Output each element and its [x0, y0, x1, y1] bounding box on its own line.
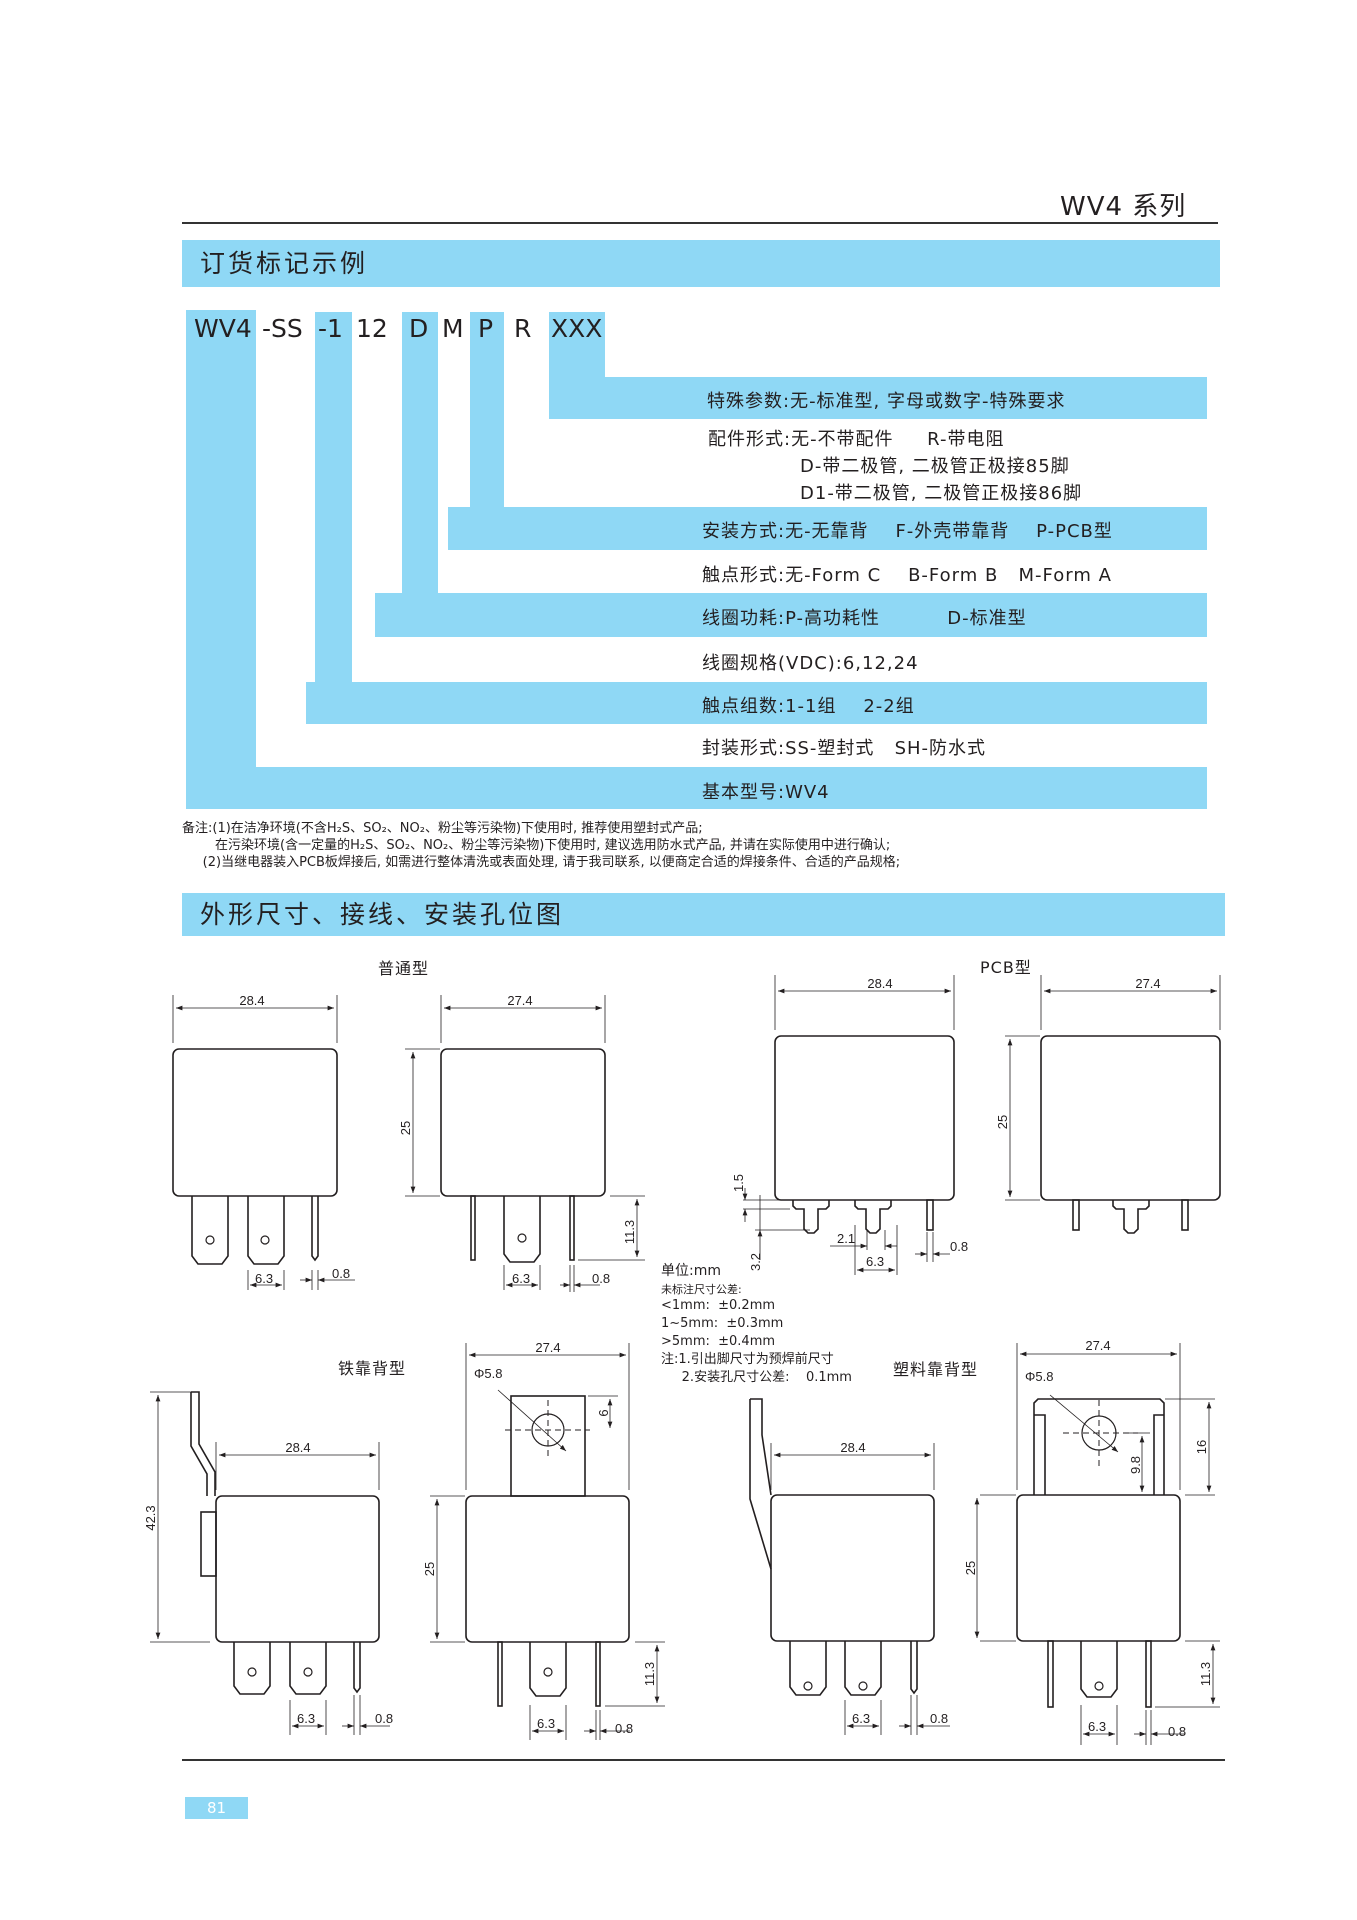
- dim-iron-front-pin-width: 6.3: [537, 1716, 555, 1731]
- column-special: [549, 312, 605, 382]
- code-part-voltage: 12: [356, 314, 388, 343]
- column-mounting: [470, 312, 504, 509]
- dim-standard-front-width: 27.4: [507, 993, 532, 1008]
- spec-coil-voltage: 线圈规格(VDC):6,12,24: [702, 653, 919, 674]
- dim-standard-front-pin-thickness: 0.8: [592, 1271, 610, 1286]
- remark-line-2: 在污染环境(含一定量的H₂S、SO₂、NO₂、粉尘等污染物)下使用时, 建议选用…: [182, 838, 891, 853]
- dim-standard-pin-width: 6.3: [255, 1271, 273, 1286]
- dim-plastic-front-width: 27.4: [1085, 1338, 1110, 1353]
- remark-line-3: (2)当继电器装入PCB板焊接后, 如需进行整体清洗或表面处理, 请于我司联系,…: [182, 855, 901, 870]
- dim-iron-hole-offset: 6: [596, 1409, 611, 1416]
- column-base: [186, 310, 256, 770]
- dim-standard-front-pin-width: 6.3: [512, 1271, 530, 1286]
- dim-plastic-hole-offset: 9.8: [1128, 1456, 1143, 1474]
- dim-pcb-pin-width: 6.3: [866, 1254, 884, 1269]
- footer-rule: [182, 1759, 1225, 1761]
- standard-front-view: [440, 1048, 606, 1263]
- dim-plastic-side-pin-thickness: 0.8: [930, 1711, 948, 1726]
- spec-base-model: 基本型号:WV4: [702, 782, 830, 803]
- series-title: WV4 系列: [1060, 192, 1187, 222]
- dim-iron-height: 25: [422, 1562, 437, 1576]
- code-part-coil-power: D: [409, 314, 429, 343]
- dimensions-section-header: 外形尺寸、接线、安装孔位图: [182, 893, 1225, 936]
- code-part-accessory: R: [514, 314, 532, 343]
- iron-bracket-front-view: [465, 1395, 630, 1707]
- dim-pcb-d1: 1.5: [731, 1174, 746, 1192]
- dim-iron-side-width: 28.4: [285, 1440, 310, 1455]
- tolerance-mid: 1~5mm: ±0.3mm: [661, 1316, 784, 1331]
- plastic-bracket-side-view: [749, 1398, 935, 1696]
- band-special: [549, 377, 1207, 419]
- code-part-groups: -1: [318, 314, 343, 343]
- dim-iron-total-height: 42.3: [143, 1505, 158, 1530]
- caption-pcb: PCB型: [980, 958, 1032, 977]
- dim-plastic-pin-length: 11.3: [1198, 1662, 1213, 1686]
- dim-plastic-side-pin-width: 6.3: [852, 1711, 870, 1726]
- band-coil-power: [375, 593, 1207, 637]
- code-part-base: WV4: [194, 314, 252, 343]
- dim-iron-front-pin-thickness: 0.8: [615, 1721, 633, 1736]
- pcb-side-view: [774, 1035, 955, 1234]
- dim-standard-pin-thickness: 0.8: [332, 1266, 350, 1281]
- dim-standard-pin-length: 11.3: [622, 1220, 637, 1244]
- tolerance-heading: 未标注尺寸公差:: [661, 1283, 742, 1296]
- spec-contact-groups: 触点组数:1-1组 2-2组: [702, 696, 915, 717]
- spec-coil-power: 线圈功耗:P-高功耗性 D-标准型: [702, 608, 1027, 629]
- iron-bracket-side-view: [190, 1391, 380, 1695]
- dim-iron-pin-length: 11.3: [642, 1662, 657, 1686]
- dim-iron-front-width: 27.4: [535, 1340, 560, 1355]
- band-base-model: [186, 767, 1207, 809]
- code-part-contact-form: M: [442, 314, 464, 343]
- dim-plastic-front-pin-width: 6.3: [1088, 1719, 1106, 1734]
- dim-plastic-front-pin-thickness: 0.8: [1168, 1724, 1186, 1739]
- dim-standard-side-width: 28.4: [239, 993, 264, 1008]
- dim-pcb-d2: 3.2: [748, 1253, 763, 1271]
- spec-special: 特殊参数:无-标准型, 字母或数字-特殊要求: [707, 391, 1066, 412]
- remark-line-1: 备注:(1)在洁净环境(不含H₂S、SO₂、NO₂、粉尘等污染物)下使用时, 推…: [182, 821, 703, 836]
- plastic-bracket-front-view: [1016, 1398, 1181, 1708]
- code-part-package: -SS: [262, 314, 303, 343]
- tolerance-small: <1mm: ±0.2mm: [661, 1298, 776, 1313]
- caption-iron-bracket: 铁靠背型: [338, 1359, 407, 1378]
- ordering-section-header: 订货标记示例: [182, 240, 1220, 287]
- code-part-special: XXX: [551, 314, 603, 343]
- dim-plastic-side-width: 28.4: [840, 1440, 865, 1455]
- dim-pcb-pin-thickness: 0.8: [950, 1239, 968, 1254]
- dim-iron-side-pin-width: 6.3: [297, 1711, 315, 1726]
- dim-plastic-bracket-height: 16: [1194, 1440, 1209, 1454]
- caption-plastic-bracket: 塑料靠背型: [893, 1360, 979, 1379]
- spec-contact-form: 触点形式:无-Form C B-Form B M-Form A: [702, 565, 1112, 586]
- band-contact-groups: [306, 682, 1207, 724]
- header-rule: [182, 222, 1218, 224]
- standard-side-view: [172, 1048, 338, 1265]
- ordering-section-title: 订货标记示例: [200, 249, 369, 278]
- dim-pcb-side-width: 28.4: [867, 976, 892, 991]
- note-2: 2.安装孔尺寸公差: 0.1mm: [661, 1370, 852, 1385]
- dim-pcb-front-width: 27.4: [1135, 976, 1160, 991]
- band-mounting: [448, 507, 1207, 550]
- caption-standard: 普通型: [378, 959, 430, 978]
- column-coil-power: [402, 312, 438, 595]
- dim-standard-height: 25: [398, 1121, 413, 1135]
- dim-pcb-height: 25: [995, 1115, 1010, 1129]
- tolerance-large: >5mm: ±0.4mm: [661, 1334, 776, 1349]
- dim-iron-hole: Φ5.8: [474, 1366, 502, 1381]
- column-contact-groups: [315, 312, 352, 684]
- code-part-mounting: P: [478, 314, 494, 343]
- dim-plastic-hole: Φ5.8: [1025, 1369, 1053, 1384]
- dimensions-section-title: 外形尺寸、接线、安装孔位图: [200, 900, 565, 929]
- spec-package: 封装形式:SS-塑封式 SH-防水式: [702, 738, 987, 759]
- dim-plastic-height: 25: [963, 1561, 978, 1575]
- spec-accessory-line2: D-带二极管, 二极管正极接85脚: [800, 456, 1070, 477]
- spec-mounting: 安装方式:无-无靠背 F-外壳带靠背 P-PCB型: [702, 521, 1113, 542]
- dim-pcb-d3: 2.1: [837, 1231, 855, 1246]
- spec-accessory-line3: D1-带二极管, 二极管正极接86脚: [800, 483, 1083, 504]
- pcb-front-view: [1040, 1035, 1221, 1234]
- spec-accessory-line1: 配件形式:无-不带配件 R-带电阻: [708, 429, 1005, 450]
- page-number: 81: [185, 1797, 248, 1819]
- unit-label: 单位:mm: [661, 1263, 721, 1279]
- dim-iron-side-pin-thickness: 0.8: [375, 1711, 393, 1726]
- note-1: 注:1.引出脚尺寸为预焊前尺寸: [661, 1352, 834, 1367]
